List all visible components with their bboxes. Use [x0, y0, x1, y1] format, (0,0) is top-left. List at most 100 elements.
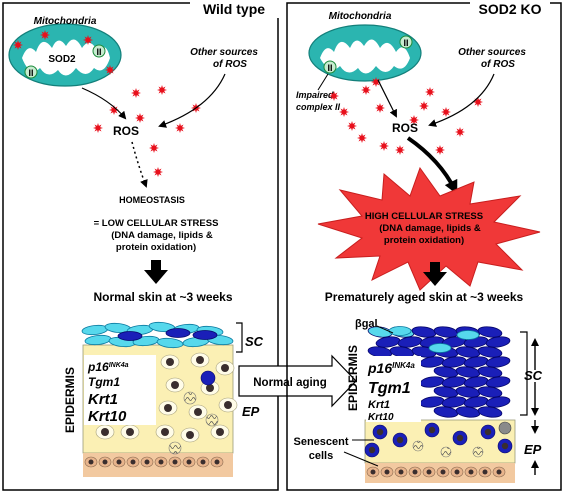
basal-nucleus [496, 469, 502, 475]
nucleus [126, 428, 134, 436]
right-panel-frame [286, 2, 562, 491]
basal-nucleus [482, 469, 488, 475]
ros-particle [175, 123, 185, 133]
left-gene-tgm1: Tgm1 [88, 375, 120, 389]
sc-cell [485, 396, 511, 408]
right-complex-ii-a: II [327, 63, 332, 73]
right-block-arrow [423, 262, 447, 286]
right-ros-particles [329, 77, 483, 155]
ros-particle [379, 141, 389, 151]
mitotic-nucleus [440, 446, 452, 458]
ros-particle [473, 97, 483, 107]
svg-text:p16INK4a: p16INK4a [367, 360, 415, 376]
ros-particle [395, 145, 405, 155]
basal-nucleus [186, 459, 192, 465]
left-other-sources-line1: Other sources [190, 47, 258, 58]
left-mitochondria-label: Mitochondria [34, 16, 97, 27]
nucleus [194, 408, 202, 416]
mitotic-nucleus [472, 446, 484, 458]
right-panel-title: SOD2 KO [478, 1, 541, 17]
right-other-sources-line1: Other sources [458, 47, 526, 58]
basal-nucleus [440, 469, 446, 475]
left-stress-line3: protein oxidation) [116, 242, 196, 253]
sc-cell [477, 346, 503, 358]
sc-cell [477, 326, 503, 338]
right-gene-tgm1: Tgm1 [368, 380, 411, 397]
basal-nucleus [172, 459, 178, 465]
nucleus [101, 428, 109, 436]
left-mitochondrion: II II [8, 23, 122, 87]
ros-particle [329, 91, 339, 101]
basal-nucleus [370, 469, 376, 475]
left-sc-label: SC [245, 334, 264, 349]
senescent-nucleus [368, 446, 376, 454]
right-skin: p16INK4a Tgm1 Krt1 Krt10 [364, 326, 516, 483]
nucleus [171, 381, 179, 389]
right-stress-burst [317, 166, 541, 291]
basal-nucleus [88, 459, 94, 465]
ros-particle [419, 101, 429, 111]
right-mito-to-ros-arrow [377, 79, 397, 118]
ros-particle [93, 123, 103, 133]
ros-particle [153, 167, 163, 177]
right-panel: SOD2 KO II II Mitochondria Impaired comp… [286, 0, 562, 491]
sc-cell-light [428, 343, 452, 353]
ros-particle [441, 107, 451, 117]
nucleus [166, 358, 174, 366]
right-gene-krt10: Krt10 [368, 412, 394, 423]
basal-nucleus [412, 469, 418, 475]
left-title-bg [190, 0, 280, 18]
ros-particle [375, 103, 385, 113]
left-skin-caption: Normal skin at ~3 weeks [93, 290, 232, 304]
basal-nucleus [384, 469, 390, 475]
blue-cell [200, 370, 216, 386]
right-impaired-pointer [317, 73, 329, 91]
sc-cell-light [456, 330, 480, 340]
nucleus [224, 401, 232, 409]
left-panel: Wild type II II Mitochondria SOD2 Other … [2, 0, 280, 491]
right-complex-ii-b: II [403, 38, 408, 48]
basal-nucleus [200, 459, 206, 465]
left-panel-title: Wild type [203, 1, 265, 17]
right-epidermis-label: EPIDERMIS [346, 345, 360, 411]
right-stress-line2: (DNA damage, lipids & [379, 223, 481, 234]
basal-nucleus [468, 469, 474, 475]
right-gene-p16: p16 [367, 360, 392, 376]
sc-cell-light [388, 326, 412, 336]
right-senescent-line1: Senescent [293, 436, 348, 448]
normal-aging-arrow: Normal aging [238, 354, 357, 408]
sc-cell-dark [117, 331, 143, 341]
sc-cell [477, 386, 503, 398]
sc-cell [485, 336, 511, 348]
normal-aging-label: Normal aging [253, 377, 326, 389]
mitotic-nucleus [205, 413, 219, 427]
ros-particle [435, 145, 445, 155]
left-epidermis-label: EPIDERMIS [63, 367, 77, 433]
basal-nucleus [214, 459, 220, 465]
ros-particle [105, 65, 115, 75]
right-senescent-pointer-b [343, 451, 379, 467]
right-skin-caption: Prematurely aged skin at ~3 weeks [325, 290, 524, 304]
right-mitochondrion: II II [308, 24, 422, 82]
right-impaired-line2: complex II [296, 102, 341, 112]
right-sc-bracket [520, 331, 528, 416]
sc-cell [455, 406, 481, 418]
right-gene-box [366, 356, 421, 422]
left-other-to-ros-arrow [158, 73, 226, 128]
basal-nucleus [116, 459, 122, 465]
ros-particle [361, 85, 371, 95]
mitotic-nucleus [412, 440, 424, 452]
right-gene-p16-sup: INK4a [392, 361, 415, 370]
left-homeostasis: HOMEOSTASIS [119, 195, 185, 205]
left-sod2-label: SOD2 [48, 54, 76, 65]
sc-cell-dark [165, 328, 191, 338]
ros-particle [425, 87, 435, 97]
senescent-nucleus [396, 436, 404, 444]
ros-particle [157, 85, 167, 95]
left-gene-box [84, 355, 156, 425]
left-block-arrow [144, 260, 168, 284]
basal-nucleus [426, 469, 432, 475]
basal-nucleus [454, 469, 460, 475]
basal-nucleus [398, 469, 404, 475]
right-ros-thick-arrow [406, 136, 458, 195]
